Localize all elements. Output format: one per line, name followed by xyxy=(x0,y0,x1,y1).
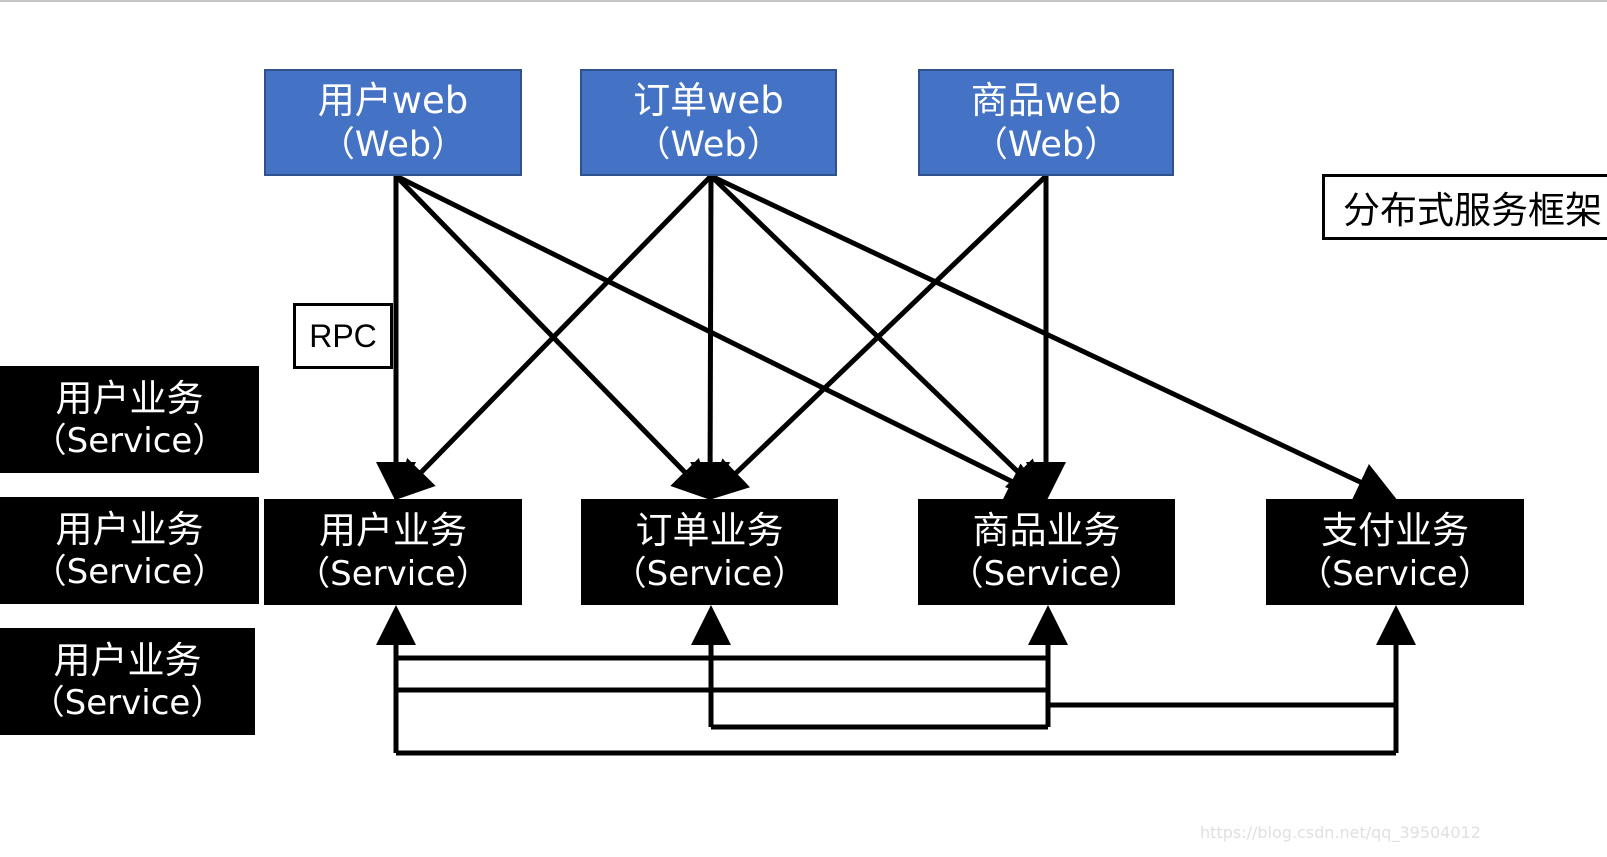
top-border xyxy=(0,0,1607,2)
node-goods-service: 商品业务 （Service） xyxy=(918,499,1175,605)
replica-1-sub: （Service） xyxy=(32,421,227,462)
framework-label-text: 分布式服务框架 xyxy=(1343,189,1602,232)
node-user-web: 用户web （Web） xyxy=(264,69,522,176)
replica-2-title: 用户业务 xyxy=(55,507,204,551)
node-order-web: 订单web （Web） xyxy=(580,69,837,176)
web-to-service-links xyxy=(376,173,1397,502)
node-user-service-title: 用户业务 xyxy=(319,509,467,553)
node-order-service: 订单业务 （Service） xyxy=(581,499,838,605)
node-user-service-sub: （Service） xyxy=(296,553,490,594)
node-user-service: 用户业务 （Service） xyxy=(264,499,522,605)
link-user-web-to-goods-service xyxy=(394,173,1048,500)
node-order-web-title: 订单web xyxy=(633,79,784,123)
link-order-web-to-user-service xyxy=(393,174,713,501)
replica-1-title: 用户业务 xyxy=(55,376,204,420)
link-goods-web-to-order-service xyxy=(707,174,1048,501)
service-bus-links xyxy=(376,605,1416,756)
replica-user-service-3: 用户业务 （Service） xyxy=(0,628,255,735)
replica-3-sub: （Service） xyxy=(30,683,225,724)
node-order-service-sub: （Service） xyxy=(612,553,807,594)
node-goods-service-title: 商品业务 xyxy=(972,509,1121,553)
node-pay-service-sub: （Service） xyxy=(1298,553,1492,594)
link-order-web-to-pay-service xyxy=(709,173,1397,501)
node-order-web-sub: （Web） xyxy=(635,124,782,165)
node-order-service-title: 订单业务 xyxy=(635,509,784,553)
node-pay-service-title: 支付业务 xyxy=(1321,509,1469,553)
watermark-text: https://blog.csdn.net/qq_39504012 xyxy=(1200,823,1481,842)
replica-user-service-2: 用户业务 （Service） xyxy=(0,497,259,604)
node-goods-web: 商品web （Web） xyxy=(918,69,1174,176)
replica-3-title: 用户业务 xyxy=(53,638,202,682)
node-user-web-sub: （Web） xyxy=(319,124,467,165)
node-user-web-title: 用户web xyxy=(317,79,469,123)
replica-user-service-1: 用户业务 （Service） xyxy=(0,366,259,473)
replica-2-sub: （Service） xyxy=(32,552,227,593)
node-goods-web-sub: （Web） xyxy=(972,124,1120,165)
node-goods-service-sub: （Service） xyxy=(949,553,1144,594)
rpc-label: RPC xyxy=(293,303,393,369)
node-pay-service: 支付业务 （Service） xyxy=(1266,499,1524,605)
link-order-web-to-order-service xyxy=(690,175,731,502)
node-goods-web-title: 商品web xyxy=(970,79,1122,123)
framework-label: 分布式服务框架 xyxy=(1322,174,1607,240)
